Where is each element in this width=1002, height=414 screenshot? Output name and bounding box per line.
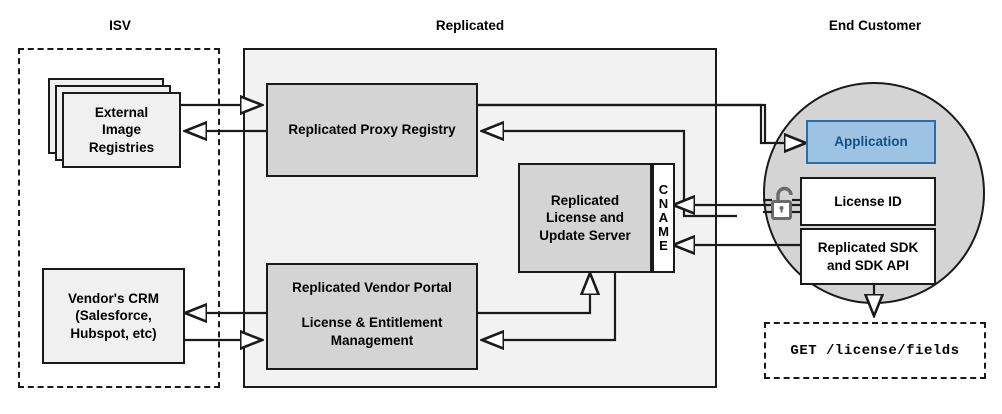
replicated-license-update-server-line-2: License and: [545, 210, 625, 226]
replicated-sdk-line-2: and SDK API: [826, 257, 909, 273]
cname-box[interactable]: C N A M E: [652, 163, 675, 273]
replicated-license-update-server-line-3: Update Server: [539, 227, 631, 243]
cname-letter-m: M: [658, 224, 669, 240]
license-id[interactable]: License ID: [800, 177, 936, 226]
external-image-registries-line-3: Registries: [88, 139, 155, 155]
cname-letter-a: A: [658, 209, 669, 225]
replicated-sdk[interactable]: Replicated SDK and SDK API: [800, 228, 936, 285]
replicated-vendor-portal-title: Replicated Vendor Portal: [292, 280, 452, 295]
replicated-proxy-registry[interactable]: Replicated Proxy Registry: [266, 83, 478, 177]
unlock-icon: [771, 186, 793, 220]
application-label: Application: [834, 134, 908, 150]
vendors-crm[interactable]: Vendor's CRM (Salesforce, Hubspot, etc): [42, 268, 185, 364]
zone-title-replicated: Replicated: [435, 18, 505, 33]
replicated-vendor-portal-sub-2: Management: [330, 332, 414, 348]
replicated-proxy-registry-label: Replicated Proxy Registry: [288, 122, 456, 138]
replicated-sdk-line-1: Replicated SDK: [817, 240, 919, 256]
zone-isv-boundary: [18, 48, 220, 388]
cname-letter-c: C: [658, 181, 669, 197]
replicated-vendor-portal-sub-1: License & Entitlement: [301, 315, 443, 331]
external-image-registries-line-1: External: [94, 105, 149, 121]
external-image-registries-line-2: Image: [101, 122, 142, 138]
api-call-box[interactable]: GET /license/fields: [764, 322, 986, 379]
cname-letter-n: N: [658, 195, 669, 211]
zone-title-end-customer: End Customer: [828, 18, 922, 33]
external-image-registries[interactable]: External Image Registries: [62, 92, 181, 168]
zone-title-isv: ISV: [109, 18, 131, 33]
replicated-license-update-server-line-1: Replicated: [550, 193, 620, 209]
application[interactable]: Application: [806, 120, 936, 164]
cname-letter-e: E: [659, 238, 668, 254]
vendors-crm-line-3: Hubspot, etc): [70, 325, 157, 341]
replicated-vendor-portal[interactable]: Replicated Vendor Portal License & Entit…: [266, 263, 478, 370]
api-call-label: GET /license/fields: [790, 342, 960, 359]
vendors-crm-line-2: (Salesforce,: [75, 308, 152, 324]
vendors-crm-line-1: Vendor's CRM: [68, 291, 159, 307]
license-id-label: License ID: [834, 193, 902, 209]
